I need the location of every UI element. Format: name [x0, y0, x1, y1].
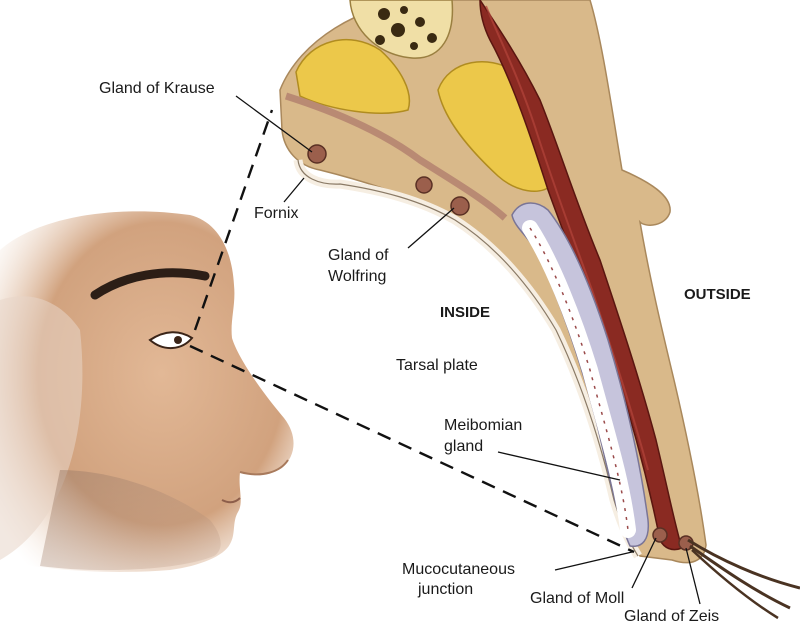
label-gland-of-wolfring-2: Wolfring	[328, 268, 386, 285]
levator-muscle	[284, 92, 508, 221]
eyelid-cross-section	[279, 0, 800, 620]
label-mucocutaneous-2: junction	[417, 581, 473, 598]
leader-lines	[235, 95, 701, 605]
label-gland-of-krause: Gland of Krause	[99, 80, 215, 97]
eyebrow	[90, 268, 210, 300]
zoom-lines	[189, 109, 635, 554]
face-profile	[0, 211, 294, 572]
label-fornix: Fornix	[254, 205, 298, 222]
label-meibomian-2: gland	[444, 438, 483, 455]
gland-of-moll-shape	[652, 527, 668, 543]
beard-shading	[40, 470, 221, 571]
label-gland-of-moll: Gland of Moll	[530, 590, 624, 607]
eye	[148, 331, 194, 349]
label-meibomian-1: Meibomian	[444, 417, 522, 434]
gland-of-wolfring-shape	[450, 196, 470, 216]
eyelash	[687, 538, 800, 590]
gland-of-krause-shape	[307, 144, 327, 164]
labels: Gland of Krause Fornix Gland of Wolfring…	[99, 80, 751, 621]
label-gland-of-wolfring-1: Gland of	[328, 247, 389, 264]
label-tarsal-plate: Tarsal plate	[396, 357, 478, 374]
label-gland-of-zeis: Gland of Zeis	[624, 608, 719, 621]
label-outside: OUTSIDE	[684, 286, 751, 303]
orbital-fat-upper	[295, 38, 411, 114]
label-inside: INSIDE	[440, 304, 490, 321]
label-mucocutaneous-1: Mucocutaneous	[402, 561, 515, 578]
